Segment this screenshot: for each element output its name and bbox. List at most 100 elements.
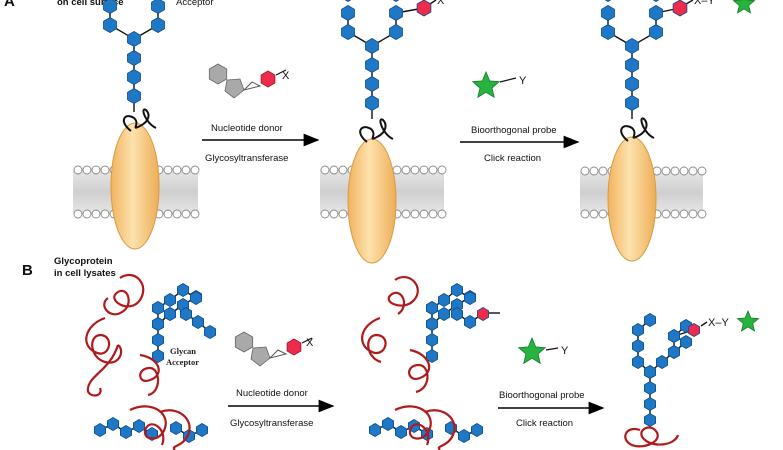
lipid-head	[73, 209, 83, 219]
glycan-hexagon	[601, 5, 615, 21]
glycan-hexagon	[625, 57, 639, 73]
glycan-hexagon	[632, 323, 644, 337]
lipid-head	[100, 209, 110, 219]
panel-a-acceptor-label: Acceptor	[176, 0, 214, 8]
lipid-head	[670, 209, 680, 219]
lysate-protein-coil-1	[85, 274, 160, 397]
lipid-head	[419, 209, 429, 219]
bioorthogonal-probes	[471, 0, 760, 365]
glycan-hexagon	[151, 333, 165, 347]
panel-b-header-line2: in cell lysates	[54, 268, 116, 279]
lipid-head	[172, 165, 182, 175]
lipid-head	[688, 166, 698, 176]
glycan-hexagon	[668, 345, 680, 359]
glycan-hexagon	[625, 76, 639, 92]
glycan-label: Glycan	[170, 346, 196, 356]
glycan-hexagon	[450, 307, 464, 321]
lipid-head	[172, 209, 182, 219]
lipid-head	[163, 165, 173, 175]
donor-red-tag-hexagon	[688, 323, 700, 337]
lipid-head	[320, 165, 330, 175]
glycan-hexagon	[656, 355, 668, 369]
step1-label-top-a: Nucleotide donor	[211, 123, 283, 134]
panel-a-letter: A	[4, 0, 15, 10]
lipid-head	[401, 165, 411, 175]
peptide-loop-1	[122, 108, 157, 132]
lipid-head	[589, 209, 599, 219]
glycan-hexagon	[179, 307, 193, 321]
glycan-hexagon	[127, 31, 141, 47]
glycan-hexagon	[457, 429, 471, 443]
lipid-head	[73, 165, 83, 175]
lipid-head	[419, 165, 429, 175]
lipid-head	[91, 209, 101, 219]
probe-star-b	[517, 336, 547, 365]
lipid-head	[320, 209, 330, 219]
lipid-head	[428, 165, 438, 175]
glycan-acceptor-label: Acceptor	[166, 357, 199, 367]
lipid-head	[437, 165, 447, 175]
lipid-head	[401, 209, 411, 219]
glycan-hexagon	[389, 5, 403, 21]
ribose-ring	[224, 78, 245, 99]
lipid-head	[670, 166, 680, 176]
donor-red-tag-hexagon	[672, 0, 688, 17]
glycan-hexagon	[644, 381, 656, 395]
probe-bond	[499, 77, 517, 83]
product-xy-label-a3: X–Y	[694, 0, 715, 7]
ribose-ring	[250, 346, 271, 367]
glycan-hexagon	[120, 425, 133, 439]
glycan-hexagon	[470, 423, 484, 437]
donor-red-hexagon	[260, 70, 276, 88]
lipid-head	[437, 209, 447, 219]
step1-label-bottom-a: Glycosyltransferase	[205, 153, 288, 164]
glycan-hexagon	[392, 0, 400, 2]
peptide-loop-3	[620, 117, 655, 142]
step1-label-bottom-b: Glycosyltransferase	[230, 418, 313, 429]
glycan-hexagon	[163, 293, 177, 307]
glycan-hexagon	[365, 38, 379, 54]
lipid-head	[679, 166, 689, 176]
nucleotide-donor-a	[208, 63, 287, 99]
glycan-hexagon	[389, 24, 403, 40]
lipid-head	[392, 165, 402, 175]
glycan-hexagon	[365, 57, 379, 73]
membrane-protein-1	[110, 122, 160, 250]
glycan-hexagon	[644, 413, 656, 427]
lipid-head	[410, 165, 420, 175]
glycan-hexagon	[127, 88, 141, 104]
glycan-hexagon	[189, 291, 203, 305]
glycan-hexagon	[649, 5, 663, 21]
glycan-hexagon	[604, 0, 612, 2]
lipid-head	[598, 166, 608, 176]
lipid-head	[688, 209, 698, 219]
step1-label-top-b: Nucleotide donor	[236, 388, 308, 399]
lipid-head	[697, 166, 707, 176]
glycan-hexagon	[450, 298, 464, 312]
glycan-hexagon	[365, 95, 379, 111]
glycan-hexagon	[151, 0, 165, 14]
glycan-hexagon	[644, 313, 656, 327]
glycan-hexagon	[368, 423, 382, 437]
donor-x-label-a: X	[282, 70, 290, 82]
probe-bond	[545, 347, 559, 351]
product-xy-label-b: X–Y	[708, 317, 729, 329]
glycan-hexagon	[341, 24, 355, 40]
lipid-head	[338, 209, 348, 219]
glycan-hexagon	[601, 24, 615, 40]
glycan-hexagon	[344, 0, 352, 2]
purine-ring	[234, 331, 254, 353]
lipid-head	[598, 209, 608, 219]
peptide-loop-2	[359, 118, 394, 143]
donor-red-tag-hexagon	[476, 307, 490, 321]
lipid-head	[82, 209, 92, 219]
panel-a-header: on cell surface	[57, 0, 124, 8]
glycan-hexagon	[381, 417, 395, 431]
probe-star-product-a	[732, 0, 756, 14]
glycan-hexagon	[127, 50, 141, 66]
tag-x-label-a2: X	[437, 0, 445, 7]
glycan-hexagon	[425, 317, 439, 331]
step2-label-top-b: Bioorthogonal probe	[499, 390, 585, 401]
probe-star-product-b	[736, 309, 760, 332]
